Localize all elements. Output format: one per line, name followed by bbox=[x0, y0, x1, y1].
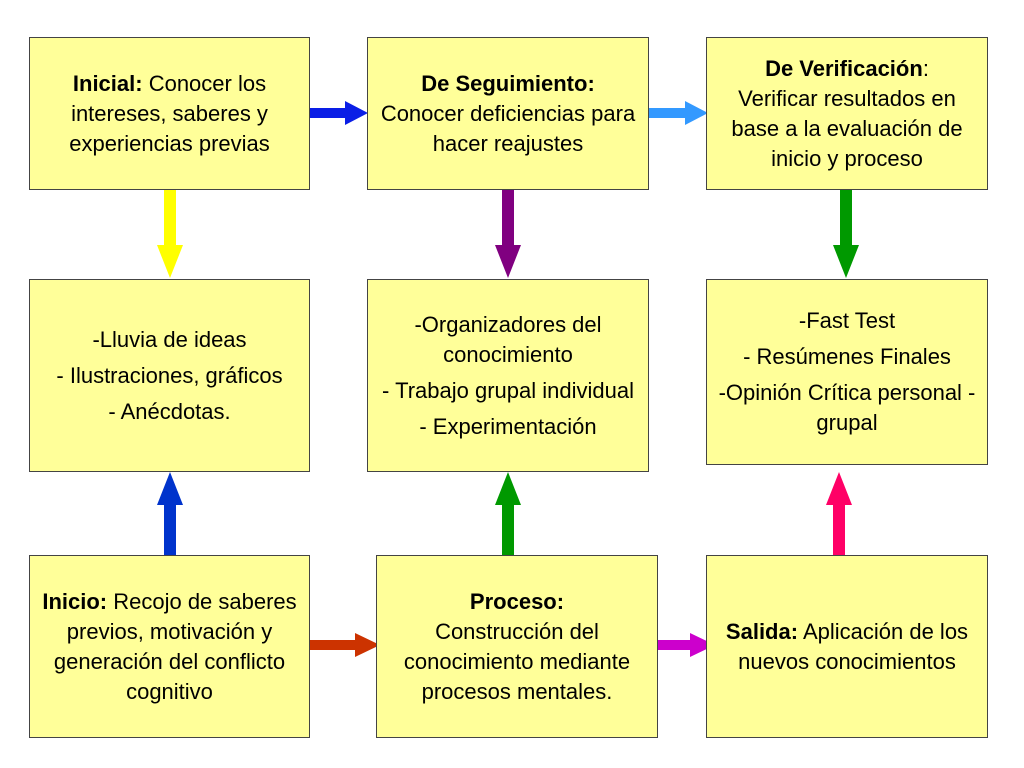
box-inicial: Inicial: Conocer los intereses, saberes … bbox=[29, 37, 310, 190]
salida-label: Salida: bbox=[725, 618, 799, 644]
middle-center-item: - Experimentación bbox=[419, 413, 597, 439]
seguimiento-text: Conocer deficiencias para hacer reajuste… bbox=[380, 100, 636, 156]
arrow-seguimiento-to-verificacion bbox=[648, 101, 708, 125]
box-seguimiento: De Seguimiento: Conocer deficiencias para… bbox=[367, 37, 649, 190]
box-inicio: Inicio: Recojo de saberes previos, motiv… bbox=[29, 555, 310, 738]
box-tecnicas-proceso: -Organizadores del conocimiento - Trabaj… bbox=[367, 279, 649, 472]
box-tecnicas-inicio: -Lluvia de ideas - Ilustraciones, gráfic… bbox=[29, 279, 310, 472]
arrow-inicio-to-proceso bbox=[308, 633, 380, 657]
arrow-salida-up bbox=[826, 472, 852, 556]
inicial-text: Conocer los intereses, saberes y experie… bbox=[69, 70, 270, 156]
arrow-inicial-down bbox=[157, 188, 183, 278]
inicio-label: Inicio: bbox=[42, 588, 108, 614]
salida-text: Aplicación de los nuevos conocimientos bbox=[738, 618, 969, 674]
arrow-seguimiento-down bbox=[495, 188, 521, 278]
middle-center-item: - Trabajo grupal individual bbox=[382, 377, 634, 403]
middle-right-item: -Opinión Crítica personal - grupal bbox=[718, 380, 976, 435]
proceso-text: Construcción del conocimiento mediante p… bbox=[403, 618, 631, 704]
box-verificacion: De Verificación: Verificar resultados en … bbox=[706, 37, 988, 190]
verificacion-text: Verificar resultados en base a la evalua… bbox=[731, 85, 963, 171]
box-tecnicas-salida: -Fast Test - Resúmenes Finales -Opinión … bbox=[706, 279, 988, 465]
arrow-proceso-up bbox=[495, 472, 521, 556]
verificacion-colon: : bbox=[922, 55, 929, 81]
box-salida: Salida: Aplicación de los nuevos conocim… bbox=[706, 555, 988, 738]
verificacion-label: De Verificación bbox=[765, 55, 923, 81]
arrow-verificacion-down bbox=[833, 188, 859, 278]
middle-left-item: - Ilustraciones, gráficos bbox=[56, 362, 283, 388]
middle-left-item: - Anécdotas. bbox=[108, 398, 231, 424]
middle-right-item: -Fast Test bbox=[798, 308, 896, 333]
middle-center-item: -Organizadores del conocimiento bbox=[414, 311, 602, 367]
middle-left-item: -Lluvia de ideas bbox=[92, 326, 247, 352]
proceso-label: Proceso: bbox=[469, 588, 565, 614]
arrow-inicial-to-seguimiento bbox=[308, 101, 368, 125]
middle-right-item: - Resúmenes Finales bbox=[743, 344, 951, 369]
box-proceso: Proceso: Construcción del conocimiento me… bbox=[376, 555, 658, 738]
arrow-proceso-to-salida bbox=[656, 633, 715, 657]
arrow-inicio-up bbox=[157, 472, 183, 556]
seguimiento-label: De Seguimiento: bbox=[421, 70, 595, 96]
inicial-label: Inicial: bbox=[72, 70, 143, 96]
inicio-text: Recojo de saberes previos, motivación y … bbox=[53, 588, 297, 704]
